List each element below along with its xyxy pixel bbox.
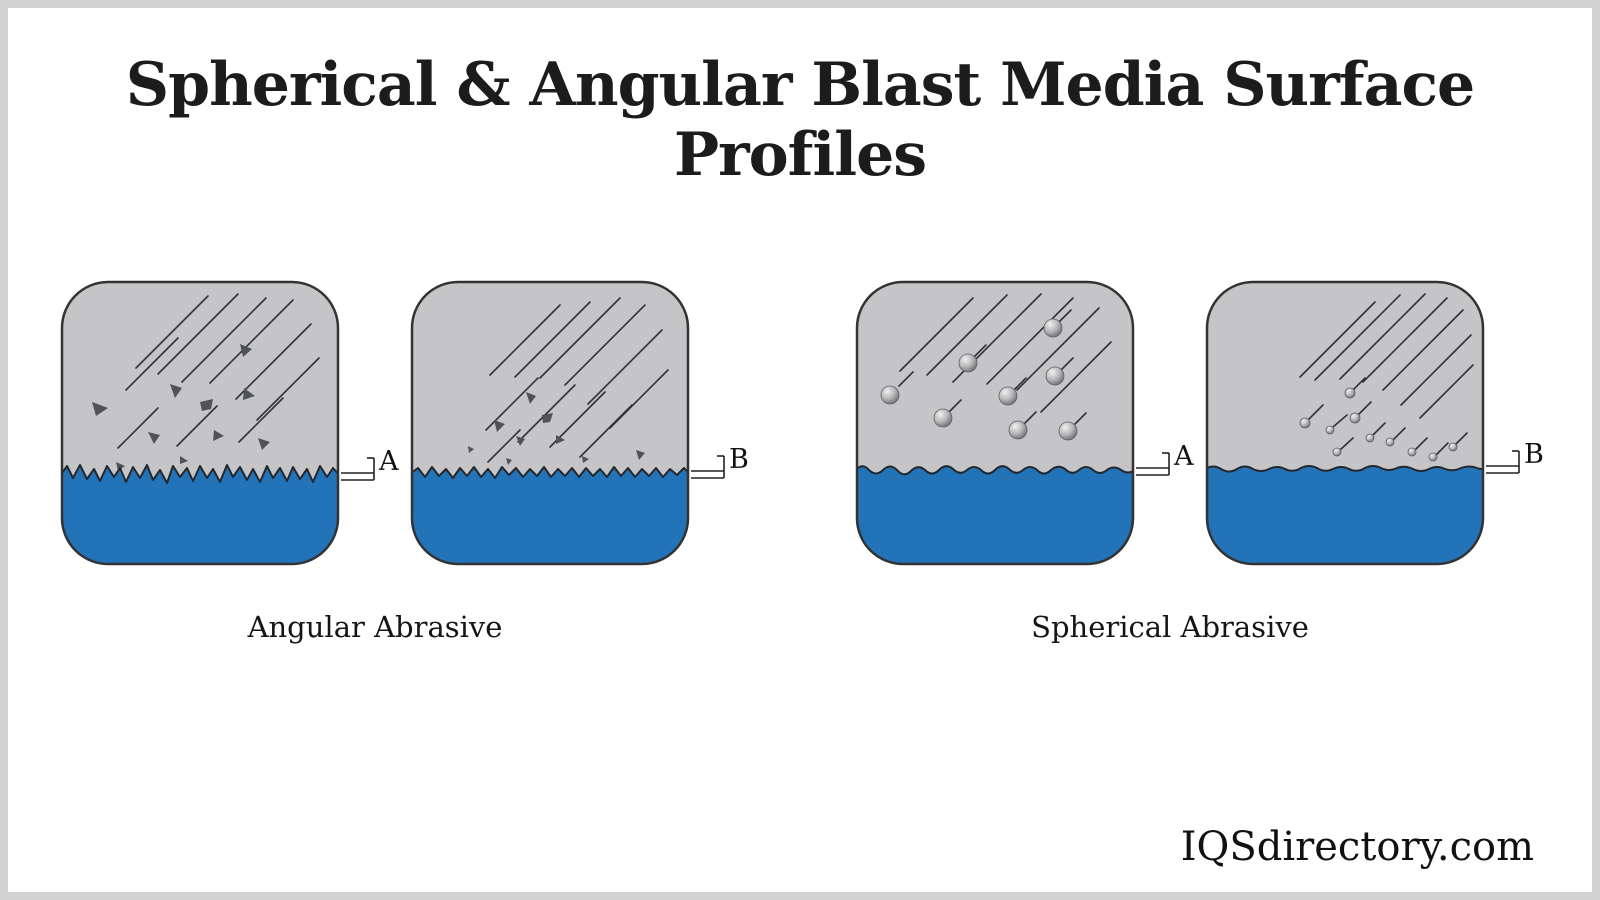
spherical-group: A [855,280,1550,644]
angular-particles [468,392,645,465]
blast-streaks [485,297,669,463]
substrate [1207,466,1483,564]
profile-depth-label: A [1173,441,1194,472]
substrate [412,467,688,564]
spherical-caption: Spherical Abrasive [1031,610,1309,644]
profile-depth-marker: A [1136,441,1194,476]
blast-streaks [1299,293,1474,456]
angular-group: A [60,280,755,644]
page-title: Spherical & Angular Blast Media Surface … [125,50,1475,190]
profile-depth-marker: A [341,446,399,481]
panels-row: A [60,280,1550,644]
spherical-blast-panel-deep: A [855,280,1194,566]
spherical-particles [880,318,1078,441]
watermark: IQSdirectory.com [1180,824,1534,870]
angular-caption: Angular Abrasive [247,610,503,644]
angular-blast-panel-shallow: B [410,280,749,566]
angular-blast-panel-deep: A [60,280,399,566]
profile-depth-marker: B [1486,439,1544,474]
spherical-figures: A [855,280,1550,570]
profile-depth-label: A [378,446,399,477]
substrate [62,465,338,564]
profile-depth-marker: B [691,444,749,479]
blast-streaks [117,293,320,449]
profile-depth-label: B [729,444,749,475]
angular-figures: A [60,280,755,570]
angular-particles [92,344,270,471]
spherical-particles [1299,387,1458,462]
page: Spherical & Angular Blast Media Surface … [8,8,1592,892]
substrate [857,466,1133,564]
spherical-blast-panel-shallow: B [1205,280,1544,566]
profile-depth-label: B [1524,439,1544,470]
